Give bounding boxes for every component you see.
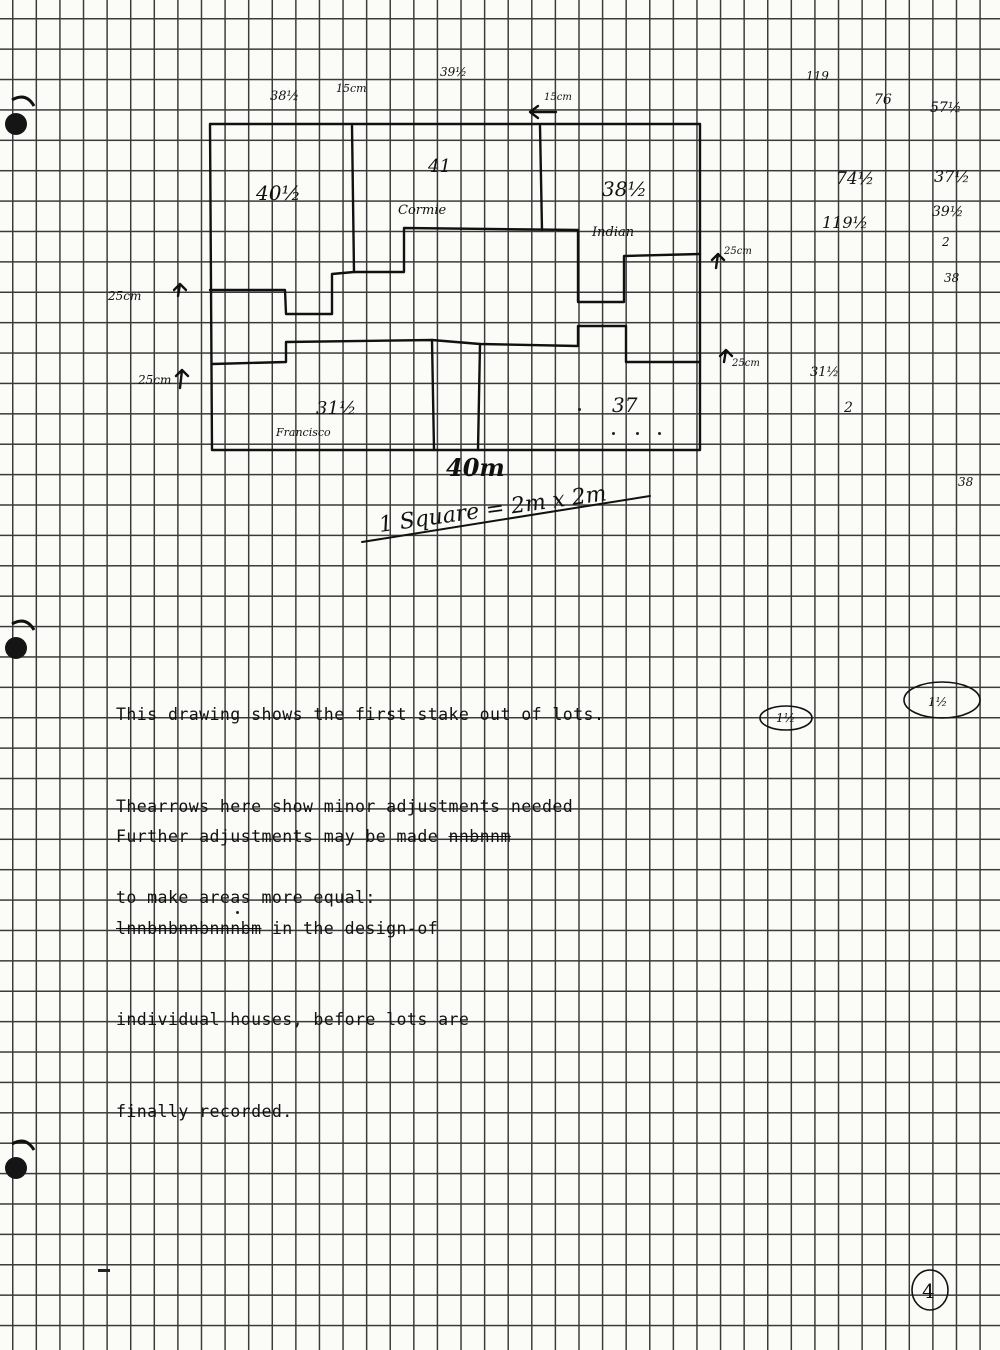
typed-line: individual houses, before lots are xyxy=(116,1010,470,1029)
lot-a-area: 40½ xyxy=(255,181,301,205)
typed-line: finally recorded. xyxy=(116,1101,293,1121)
margin-note-1: 119 xyxy=(806,69,829,83)
divider-lower-vertical-2 xyxy=(476,342,482,452)
margin-note-12: 38 xyxy=(958,475,974,489)
margin-note-2: 76 xyxy=(874,92,892,108)
width-label: 40m xyxy=(446,453,505,482)
top-label-1: 38½ xyxy=(270,89,299,104)
margin-note-14: 1½ xyxy=(928,695,947,709)
ink-mark xyxy=(612,432,615,435)
arrow-left-1 xyxy=(172,282,188,298)
typed-line: lnnbnbnnbnnnbm in the design-of xyxy=(116,914,511,945)
lot-b-area: 41 xyxy=(427,156,451,177)
arrow-label-1: 25cm xyxy=(107,289,141,303)
page-number: 4 xyxy=(922,1279,935,1303)
ink-mark xyxy=(578,408,581,411)
typed-line: Thearrows here show minor adjustments ne… xyxy=(116,796,574,816)
typed-text: Further adjustments may be made xyxy=(116,827,449,846)
struck-typed-text: lnnbnbnnbnnnbm xyxy=(116,918,262,938)
margin-note-9: 31½ xyxy=(810,365,839,380)
lot-c-name: Indian xyxy=(591,225,634,240)
lot-e-area: 37 xyxy=(612,393,638,417)
page-number-circle xyxy=(911,1269,949,1311)
binder-hole-top xyxy=(5,95,36,135)
lot-c-area: 38½ xyxy=(602,177,647,201)
top-label-4: 15cm xyxy=(544,92,572,103)
divider-middle xyxy=(538,124,544,232)
binder-hole-middle xyxy=(5,619,36,659)
circled-note-2 xyxy=(903,681,981,719)
typed-note-paragraph-2: Further adjustments may be made nnbnnm l… xyxy=(116,761,511,1188)
margin-note-4: 74½ xyxy=(836,169,874,189)
margin-note-10: 2 xyxy=(843,400,853,416)
divider-upper-step xyxy=(352,226,702,304)
margin-note-7: 2 xyxy=(941,235,950,249)
struck-typed-text: nnbnnm xyxy=(448,827,511,846)
divider-lower xyxy=(210,324,702,366)
top-label-3: 39½ xyxy=(440,65,467,79)
binder-hole-bottom xyxy=(5,1139,36,1179)
typed-note-paragraph-1: This drawing shows the first stake out o… xyxy=(116,639,604,975)
lot-boundary xyxy=(208,122,702,452)
typed-line: This drawing shows the first stake out o… xyxy=(116,705,605,724)
typed-line: to make areas more equal: xyxy=(116,888,376,907)
lot-d-area: 31½ xyxy=(316,398,356,419)
circled-note-1 xyxy=(759,705,813,731)
scale-underline xyxy=(361,495,651,543)
margin-note-13: 1½ xyxy=(776,711,795,725)
arrow-left-2 xyxy=(174,368,190,390)
lot-b-name: Cormie xyxy=(398,203,446,218)
margin-note-8: 38 xyxy=(944,271,960,285)
arrow-right-1 xyxy=(710,252,726,270)
ink-mark xyxy=(636,432,639,435)
margin-note-5: 119½ xyxy=(822,213,868,232)
arrow-right-2 xyxy=(718,348,734,364)
top-label-2: 15cm xyxy=(336,82,367,95)
arrow-label-4: 25cm xyxy=(731,358,760,369)
typed-line: Further adjustments may be made nnbnnm xyxy=(116,822,511,853)
margin-note-11: 57½ xyxy=(930,100,961,116)
ink-mark xyxy=(658,432,661,435)
lot-d-name: Francisco xyxy=(275,426,331,439)
arrow-label-3: 25cm xyxy=(723,246,752,257)
arrow-top xyxy=(528,104,558,120)
divider-lower-vertical-1 xyxy=(430,338,436,452)
scale-note: 1 Square = 2m x 2m xyxy=(377,481,608,538)
margin-note-3: 37½ xyxy=(934,167,970,186)
divider-upper-left xyxy=(208,124,356,316)
arrow-label-2: 25cm xyxy=(137,373,171,387)
ink-mark xyxy=(98,1269,110,1272)
typed-text: in the design-of xyxy=(261,918,439,938)
ink-mark xyxy=(236,911,239,914)
margin-note-6: 39½ xyxy=(932,204,963,220)
